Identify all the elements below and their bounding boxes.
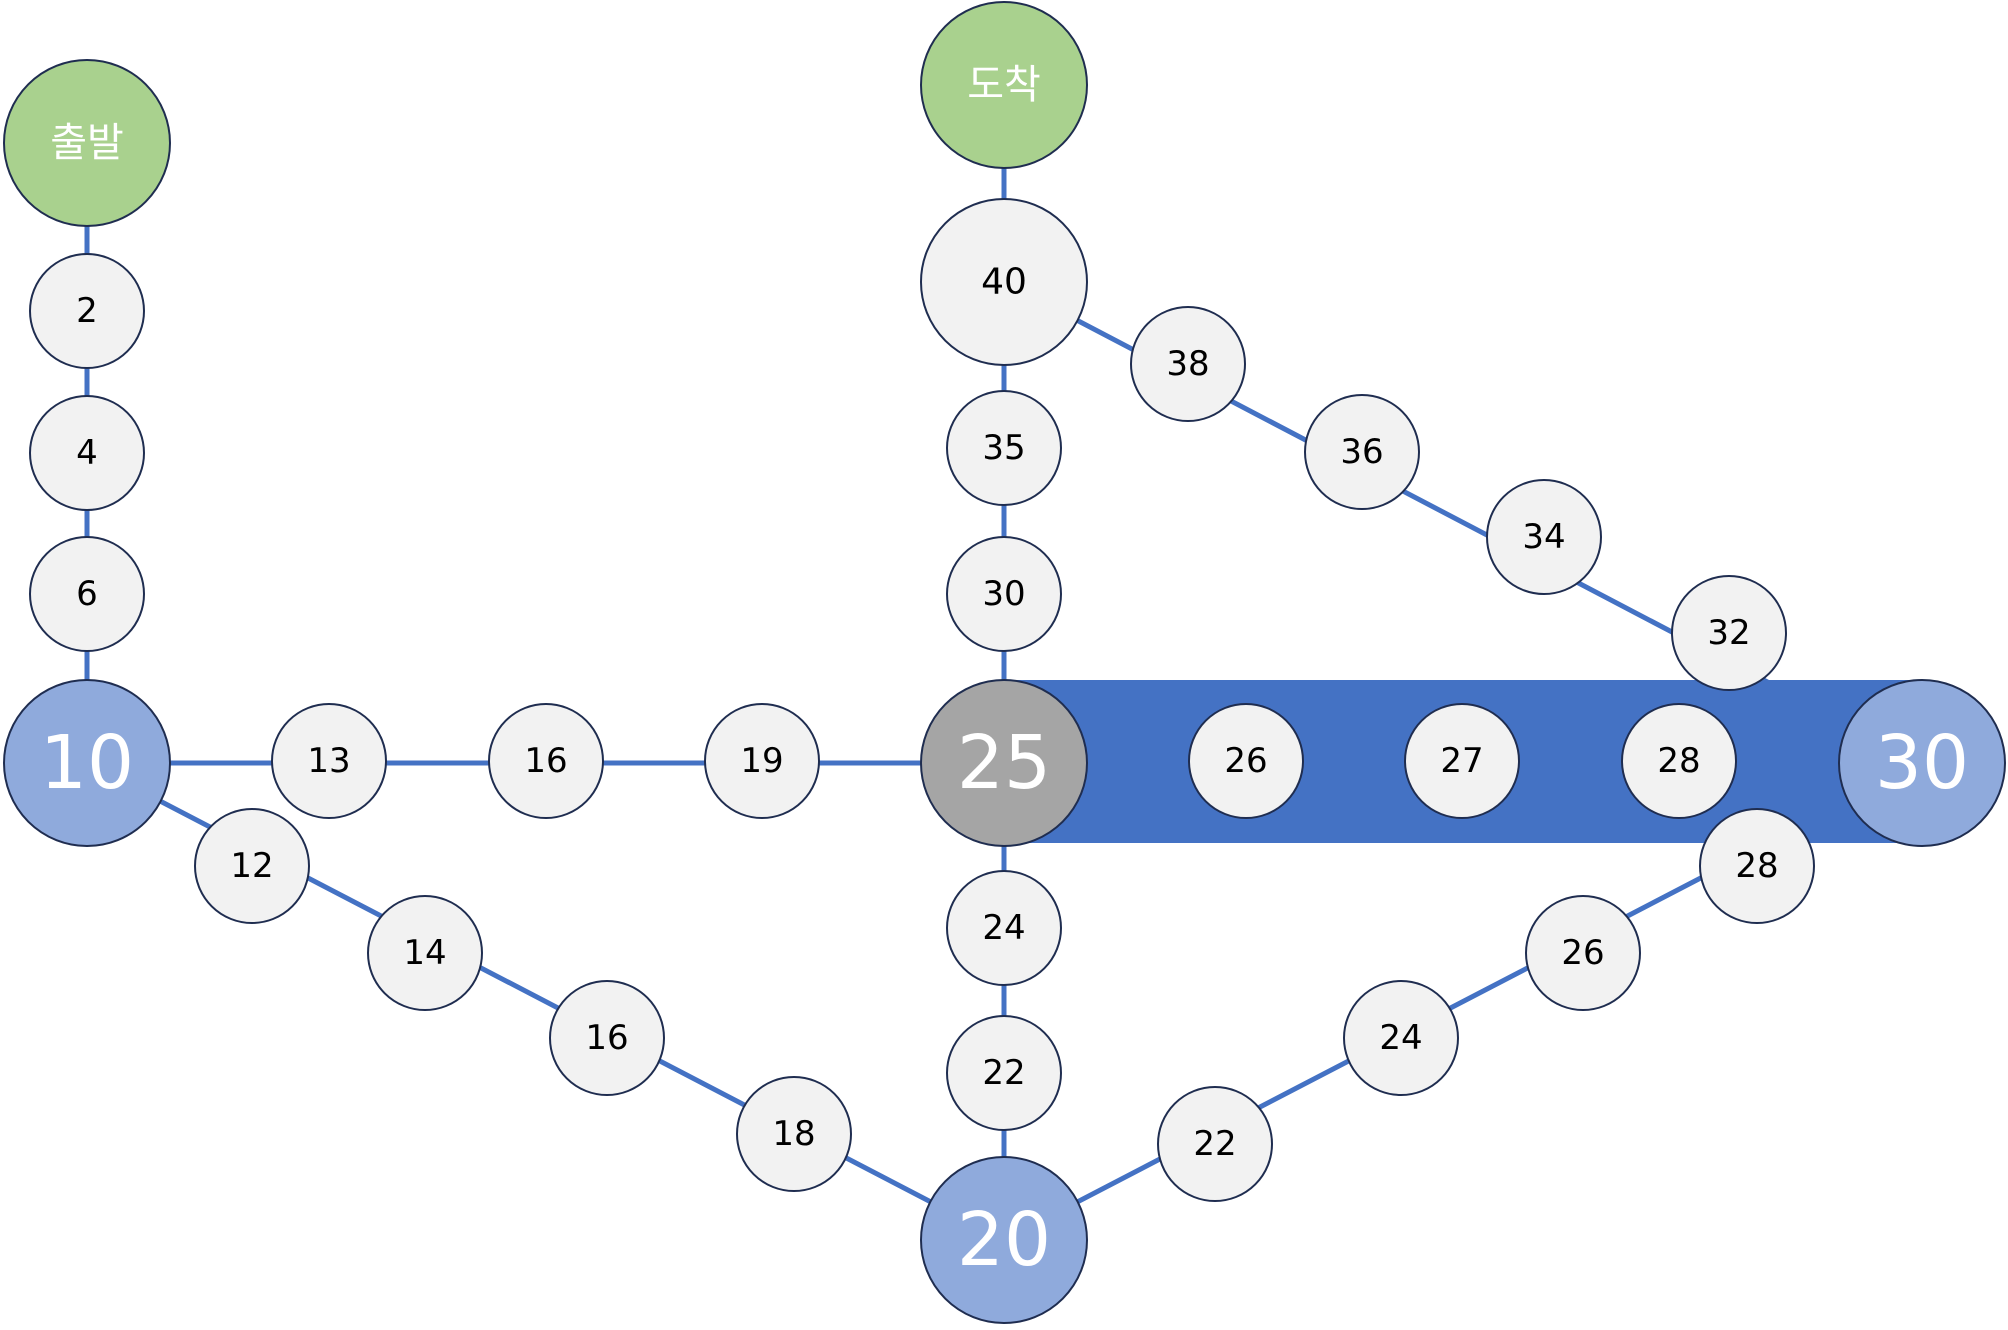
finish-label: 도착: [967, 62, 1041, 108]
node-16-diagonal: 16: [549, 980, 665, 1096]
junction-30-label: 30: [1875, 720, 1969, 806]
node-13: 13: [271, 703, 387, 819]
node-24-diagonal: 24: [1343, 980, 1459, 1096]
node-12: 12: [194, 808, 310, 924]
node-28-diagonal: 28: [1699, 808, 1815, 924]
node-26-diagonal-label: 26: [1561, 933, 1604, 973]
node-30-column-label: 30: [982, 574, 1025, 614]
node-19-label: 19: [740, 741, 783, 781]
node-16-diagonal-label: 16: [585, 1018, 628, 1058]
node-2: 2: [29, 253, 145, 369]
node-14-label: 14: [403, 933, 446, 973]
node-30-column: 30: [946, 536, 1062, 652]
node-26-diagonal: 26: [1525, 895, 1641, 1011]
node-12-label: 12: [230, 846, 273, 886]
node-16-row-label: 16: [524, 741, 567, 781]
node-26-band-label: 26: [1224, 741, 1267, 781]
node-18-label: 18: [772, 1114, 815, 1154]
node-24-column: 24: [946, 870, 1062, 986]
node-28-band: 28: [1621, 703, 1737, 819]
start-node: 출발: [3, 59, 171, 227]
node-4-label: 4: [76, 433, 98, 473]
node-14: 14: [367, 895, 483, 1011]
junction-25: 25: [920, 679, 1088, 847]
node-24-column-label: 24: [982, 908, 1025, 948]
node-36-label: 36: [1340, 432, 1383, 472]
node-27-band: 27: [1404, 703, 1520, 819]
node-22-column: 22: [946, 1015, 1062, 1131]
junction-10: 10: [3, 679, 171, 847]
node-22-column-label: 22: [982, 1053, 1025, 1093]
node-40-label: 40: [981, 262, 1027, 303]
start-label: 출발: [50, 120, 124, 166]
node-32-label: 32: [1707, 613, 1750, 653]
node-36: 36: [1304, 394, 1420, 510]
node-26-band: 26: [1188, 703, 1304, 819]
node-6-label: 6: [76, 574, 98, 614]
node-4: 4: [29, 395, 145, 511]
junction-30: 30: [1838, 679, 2006, 847]
node-34-label: 34: [1522, 517, 1565, 557]
node-19: 19: [704, 703, 820, 819]
junction-20: 20: [920, 1156, 1088, 1324]
node-28-band-label: 28: [1657, 741, 1700, 781]
node-18: 18: [736, 1076, 852, 1192]
node-27-band-label: 27: [1440, 741, 1483, 781]
node-38-label: 38: [1166, 344, 1209, 384]
node-24-diagonal-label: 24: [1379, 1018, 1422, 1058]
node-13-label: 13: [307, 741, 350, 781]
finish-node: 도착: [920, 1, 1088, 169]
node-6: 6: [29, 536, 145, 652]
node-2-label: 2: [76, 291, 98, 331]
node-35: 35: [946, 390, 1062, 506]
node-34: 34: [1486, 479, 1602, 595]
node-22-diagonal-label: 22: [1193, 1124, 1236, 1164]
node-32: 32: [1671, 575, 1787, 691]
node-38: 38: [1130, 306, 1246, 422]
node-16-row: 16: [488, 703, 604, 819]
node-22-diagonal: 22: [1157, 1086, 1273, 1202]
junction-20-label: 20: [957, 1197, 1051, 1283]
node-28-diagonal-label: 28: [1735, 846, 1778, 886]
junction-25-label: 25: [957, 720, 1051, 806]
node-35-label: 35: [982, 428, 1025, 468]
node-40: 40: [920, 198, 1088, 366]
junction-10-label: 10: [40, 720, 134, 806]
